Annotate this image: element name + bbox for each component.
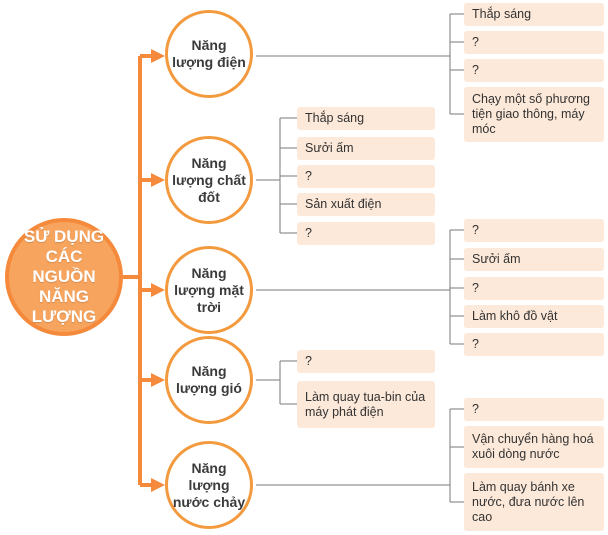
- use-label: Thắp sáng: [305, 111, 365, 125]
- category-label: Năng lượng mặt trời: [174, 264, 244, 315]
- use-label: Thắp sáng: [472, 7, 532, 21]
- use-box: Vận chuyển hàng hoá xuôi dòng nước: [464, 426, 604, 468]
- category-wind: Năng lượng gió: [165, 336, 253, 424]
- root-label: SỬ DỤNG CÁC NGUỒN NĂNG LƯỢNG: [23, 227, 105, 326]
- use-label: Làm khô đồ vật: [472, 309, 558, 323]
- category-solar: Năng lượng mặt trời: [165, 246, 253, 334]
- category-label: Năng lượng nước chảy: [172, 459, 246, 510]
- use-box: ?: [464, 31, 604, 54]
- use-label: ?: [305, 169, 312, 183]
- use-box: ?: [464, 219, 604, 242]
- use-label: ?: [472, 35, 479, 49]
- use-box: ?: [297, 165, 435, 188]
- use-box: ?: [464, 277, 604, 300]
- use-box: ?: [464, 333, 604, 356]
- use-label: Làm quay tua-bin của máy phát điện: [305, 389, 426, 419]
- use-box: Sưởi ấm: [297, 137, 435, 160]
- use-label: Sưởi ấm: [305, 141, 354, 155]
- use-label: Sưởi ấm: [472, 252, 521, 266]
- arrow-head: [151, 478, 165, 492]
- use-label: ?: [472, 402, 479, 416]
- use-label: Làm quay bánh xe nước, đưa nước lên cao: [472, 479, 585, 524]
- arrow-head: [151, 373, 165, 387]
- use-box: Chạy một số phương tiện giao thông, máy …: [464, 87, 604, 142]
- use-label: ?: [472, 337, 479, 351]
- use-box: Thắp sáng: [297, 107, 435, 130]
- use-label: ?: [472, 281, 479, 295]
- use-box: Sản xuất điện: [297, 193, 435, 216]
- use-label: Chạy một số phương tiện giao thông, máy …: [472, 92, 591, 136]
- use-label: ?: [305, 354, 312, 368]
- category-fuel: Năng lượng chất đốt: [165, 136, 253, 224]
- use-label: ?: [305, 226, 312, 240]
- arrow-head: [151, 49, 165, 63]
- root-node: SỬ DỤNG CÁC NGUỒN NĂNG LƯỢNG: [5, 218, 123, 336]
- arrow-head: [151, 173, 165, 187]
- use-label: Vận chuyển hàng hoá xuôi dòng nước: [472, 432, 594, 461]
- use-label: ?: [472, 63, 479, 77]
- use-label: Sản xuất điện: [305, 197, 382, 211]
- use-box: ?: [464, 59, 604, 82]
- category-label: Năng lượng gió: [176, 363, 242, 396]
- category-label: Năng lượng điện: [172, 37, 246, 70]
- use-box: ?: [464, 398, 604, 421]
- arrow-head: [151, 283, 165, 297]
- category-water: Năng lượng nước chảy: [165, 441, 253, 529]
- use-box: Sưởi ấm: [464, 248, 604, 271]
- use-box: Làm khô đồ vật: [464, 305, 604, 328]
- category-electric: Năng lượng điện: [165, 10, 253, 98]
- use-box: ?: [297, 222, 435, 245]
- use-box: Làm quay tua-bin của máy phát điện: [297, 381, 435, 428]
- use-box: ?: [297, 350, 435, 373]
- category-label: Năng lượng chất đốt: [172, 154, 246, 205]
- use-box: Làm quay bánh xe nước, đưa nước lên cao: [464, 473, 604, 531]
- use-box: Thắp sáng: [464, 3, 604, 26]
- use-label: ?: [472, 223, 479, 237]
